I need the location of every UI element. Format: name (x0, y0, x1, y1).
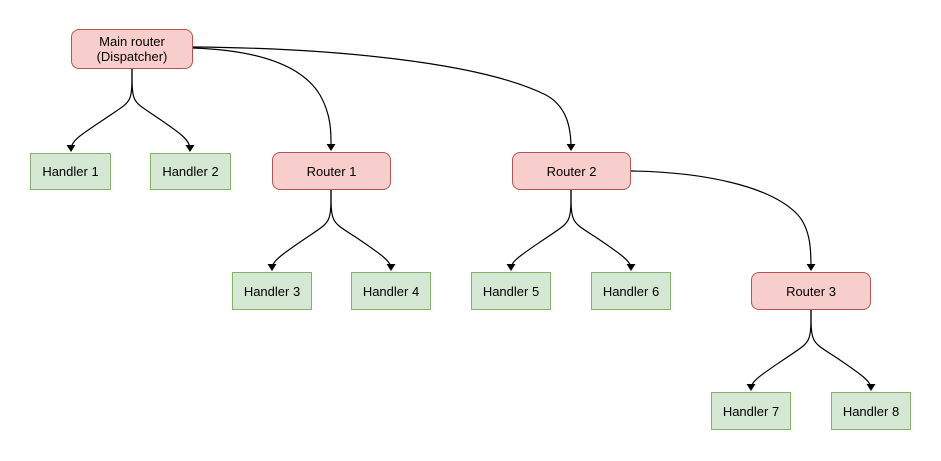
edge-r2-to-r3 (630, 170, 816, 271)
node-label: Handler 1 (42, 164, 99, 179)
node-h1[interactable]: Handler 1 (30, 153, 111, 190)
arrow-head-icon (506, 264, 516, 271)
arrow-head-icon (66, 145, 76, 152)
node-label: Handler 6 (602, 283, 660, 299)
edge-r2-to-h6 (570, 189, 636, 271)
node-main[interactable]: Main router (Dispatcher) (71, 29, 193, 69)
arrow-head-icon (866, 384, 876, 391)
edge-r2-to-h5 (506, 189, 572, 271)
node-r2[interactable]: Router 2 (512, 152, 631, 190)
edge-r1-to-h3 (267, 189, 332, 271)
node-h7[interactable]: Handler 7 (711, 392, 791, 430)
node-h2[interactable]: Handler 2 (150, 153, 231, 190)
edge-main-to-h1 (66, 68, 133, 152)
edge-main-to-h2 (131, 68, 195, 152)
edge-r1-to-h4 (330, 189, 396, 271)
edge-r3-to-h7 (746, 309, 812, 391)
arrow-head-icon (185, 145, 195, 152)
arrow-head-icon (267, 264, 277, 271)
node-label: Handler 2 (162, 164, 219, 179)
arrow-head-icon (326, 144, 336, 151)
arrow-head-icon (806, 264, 816, 271)
node-r1[interactable]: Router 1 (272, 152, 391, 190)
edge-main-to-r1 (192, 47, 336, 151)
node-r3[interactable]: Router 3 (751, 272, 871, 310)
arrow-head-icon (746, 384, 756, 391)
node-label: Handler 3 (243, 283, 301, 299)
node-label: Handler 8 (842, 403, 900, 419)
node-label: Handler 7 (722, 403, 780, 419)
node-label: Router 2 (546, 163, 597, 179)
node-label: Handler 4 (362, 283, 420, 299)
arrow-head-icon (386, 264, 396, 271)
arrow-head-icon (566, 144, 576, 151)
node-label: Handler 5 (482, 283, 540, 299)
edge-r3-to-h8 (810, 309, 876, 391)
edge-main-to-r2 (192, 46, 576, 151)
node-h3[interactable]: Handler 3 (232, 272, 312, 310)
node-h6[interactable]: Handler 6 (591, 272, 671, 310)
node-label: Router 3 (786, 283, 836, 299)
arrow-head-icon (626, 264, 636, 271)
node-h8[interactable]: Handler 8 (831, 392, 911, 430)
node-label: Main router (Dispatcher) (96, 34, 168, 64)
node-h4[interactable]: Handler 4 (351, 272, 431, 310)
node-h5[interactable]: Handler 5 (471, 272, 551, 310)
node-label: Router 1 (306, 163, 357, 179)
